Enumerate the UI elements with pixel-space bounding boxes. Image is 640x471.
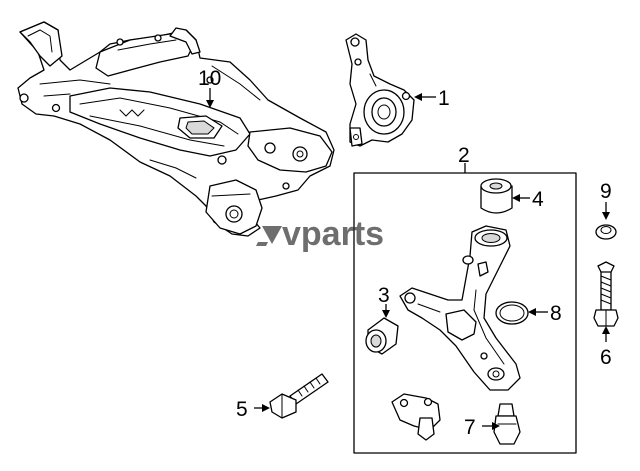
callout-9: 9 bbox=[600, 180, 612, 203]
callout-1: 1 bbox=[438, 87, 450, 110]
bushing-icon bbox=[480, 178, 513, 214]
callout-7: 7 bbox=[464, 416, 476, 439]
callout-8: 8 bbox=[550, 302, 562, 325]
ball-joint-icon bbox=[391, 393, 521, 445]
bushing-icon bbox=[365, 317, 399, 355]
bolt-icon bbox=[269, 373, 329, 419]
leader-lines bbox=[206, 88, 610, 430]
callout-4: 4 bbox=[532, 188, 544, 211]
bolt-icon bbox=[593, 261, 619, 327]
callout-3: 3 bbox=[378, 284, 390, 307]
callout-6: 6 bbox=[600, 346, 612, 369]
steering-knuckle-icon bbox=[345, 33, 415, 147]
washer-icon bbox=[595, 224, 617, 240]
lower-control-arm-icon bbox=[399, 225, 521, 391]
seal-ring-icon bbox=[495, 301, 529, 325]
subframe-icon bbox=[17, 21, 335, 237]
callout-2: 2 bbox=[458, 144, 470, 167]
callout-10: 10 bbox=[198, 67, 221, 90]
callout-5: 5 bbox=[236, 398, 248, 421]
watermark-text: vparts bbox=[282, 215, 384, 253]
watermark-logo: vparts bbox=[256, 215, 384, 253]
